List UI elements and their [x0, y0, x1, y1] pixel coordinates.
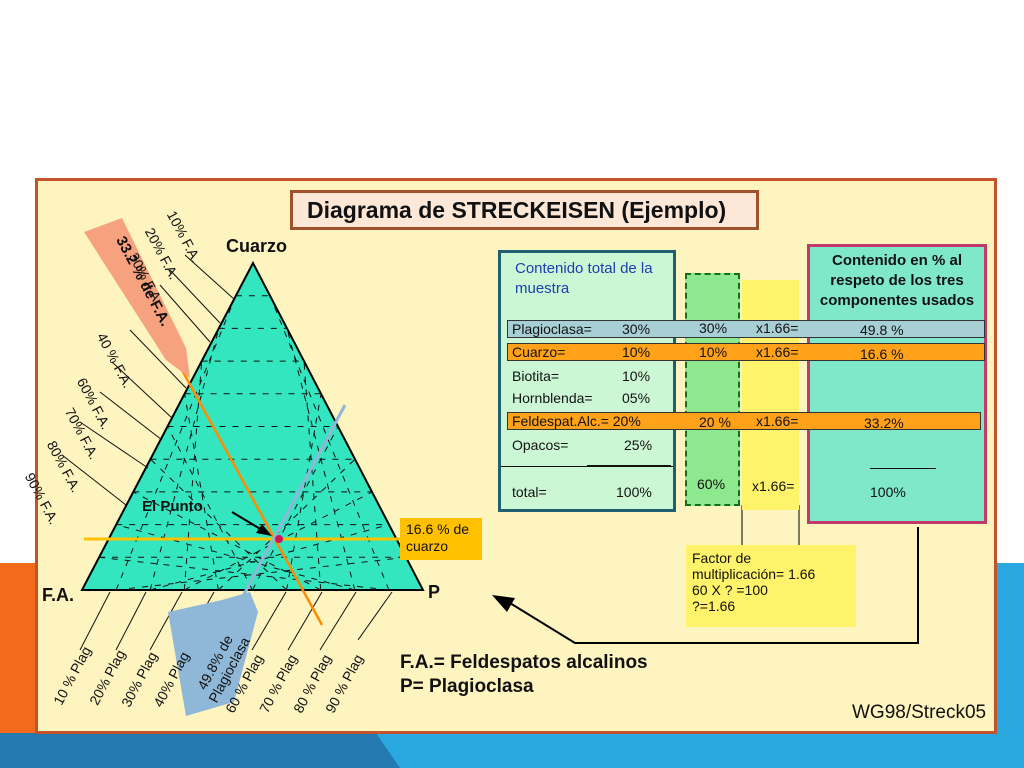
factor-line2: multiplicación= 1.66: [692, 566, 816, 582]
grid-line: [116, 524, 355, 591]
grid-line: [133, 491, 321, 591]
percent-cuarzo: 16.6 %: [860, 346, 904, 362]
multiplier-cuarzo: x1.66=: [756, 344, 799, 360]
multiplier-column: [742, 280, 799, 510]
grid-line: [167, 426, 253, 591]
legend-fa: F.A.= Feldespatos alcalinos: [400, 652, 648, 673]
grid-line: [99, 556, 389, 591]
row-hornblenda-value: 05%: [622, 390, 651, 406]
vertex-fa: F.A.: [42, 585, 75, 605]
sub-value-cuarzo: 10%: [699, 344, 728, 360]
multiplier-total: x1.66=: [752, 478, 795, 494]
row-cuarzo-label: Cuarzo=: [512, 344, 566, 360]
factor-line1: Factor de: [692, 550, 752, 566]
sub-value-plag: 30%: [699, 320, 728, 336]
grid-line: [286, 328, 356, 591]
percent-underline: [870, 468, 936, 469]
vertex-p: P: [428, 582, 441, 602]
factor-box: Factor de multiplicación= 1.66 60 X ? =1…: [686, 545, 856, 627]
el-punto-arrow: [231, 511, 263, 531]
row-total-label: total=: [512, 484, 547, 500]
grid-line: [252, 426, 339, 591]
ternary-triangle: [80, 260, 425, 591]
row-opacos-label: Opacos=: [512, 437, 569, 453]
bar-feldespato: [507, 412, 981, 430]
percent-content-box: Contenido en % al respeto de los tres co…: [807, 244, 987, 524]
grid-line: [150, 458, 287, 591]
total-content-header: Contenido total de la muestra: [515, 260, 653, 297]
callout-quartz: 16.6 % de cuarzo: [400, 518, 482, 560]
triangle-grid: [99, 295, 407, 591]
multiplier-plag: x1.66=: [756, 320, 799, 336]
el-punto-label: El Punto: [142, 498, 203, 515]
factor-line4: ?=1.66: [692, 598, 736, 614]
decor-bottom-band-dark: [0, 733, 400, 768]
el-punto-marker: [275, 535, 283, 543]
fa-guide-line: [99, 391, 163, 441]
row-biotita-value: 10%: [622, 368, 651, 384]
grid-line: [115, 295, 237, 591]
callout-fa-shape: [84, 218, 190, 378]
percent-fa: 33.2%: [864, 415, 904, 431]
fa-guide-line: [184, 254, 236, 301]
plag-guide-line: [115, 591, 147, 651]
row-feldespato-label: Feldespat.Alc.= 20%: [512, 413, 641, 429]
plag-guide-line: [319, 591, 357, 651]
grid-line: [269, 295, 390, 591]
fa-guide-line: [169, 269, 221, 324]
multiplier-fa: x1.66=: [756, 413, 799, 429]
legend-p: P= Plagioclasa: [400, 676, 534, 697]
total-content-box: Contenido total de la muestra: [498, 250, 676, 512]
callout-plag-shape: [168, 592, 258, 716]
row-cuarzo-value: 10%: [622, 344, 651, 360]
diagram-title: Diagrama de STRECKEISEN (Ejemplo): [290, 190, 759, 230]
row-hornblenda-label: Hornblenda=: [512, 390, 593, 406]
plag-guide-line: [357, 591, 393, 641]
factor-arrow: [504, 527, 919, 644]
fa-guide-line: [61, 454, 127, 506]
sub-total: 60%: [697, 476, 726, 492]
plag-guide-line: [79, 591, 111, 651]
fa-guide-line: [79, 421, 149, 469]
fa-line: [180, 369, 324, 626]
opacos-underline: [587, 465, 671, 466]
sub-value-fa: 20 %: [699, 414, 731, 430]
sum-column: [685, 273, 740, 506]
fa-guide-line: [129, 329, 187, 389]
plag-guide-line: [287, 591, 323, 651]
bar-plagioclasa: [507, 320, 985, 338]
row-opacos-value: 25%: [624, 437, 653, 453]
percent-total: 100%: [870, 484, 906, 500]
credit: WG98/Streck05: [852, 702, 987, 723]
legend: F.A.= Feldespatos alcalinos P= Plagiocla…: [400, 651, 648, 699]
row-plagioclasa-label: Plagioclasa=: [512, 321, 592, 337]
grid-line: [150, 524, 390, 591]
plag-guide-line: [251, 591, 287, 651]
total-divider: [501, 466, 673, 467]
row-biotita-label: Biotita=: [512, 368, 560, 384]
row-plagioclasa-value: 30%: [622, 321, 651, 337]
fa-guide-line: [111, 361, 173, 419]
plag-guide-line: [149, 591, 183, 651]
plag-line: [240, 404, 347, 599]
vertex-cuarzo: Cuarzo: [226, 236, 288, 256]
bar-cuarzo: [507, 343, 985, 361]
fa-guide-line: [159, 284, 211, 343]
percent-plag: 49.8 %: [860, 322, 904, 338]
percent-content-header: Contenido en % al respeto de los tres co…: [819, 252, 975, 309]
row-total-value: 100%: [616, 484, 652, 500]
factor-line3: 60 X ? =100: [692, 582, 768, 598]
